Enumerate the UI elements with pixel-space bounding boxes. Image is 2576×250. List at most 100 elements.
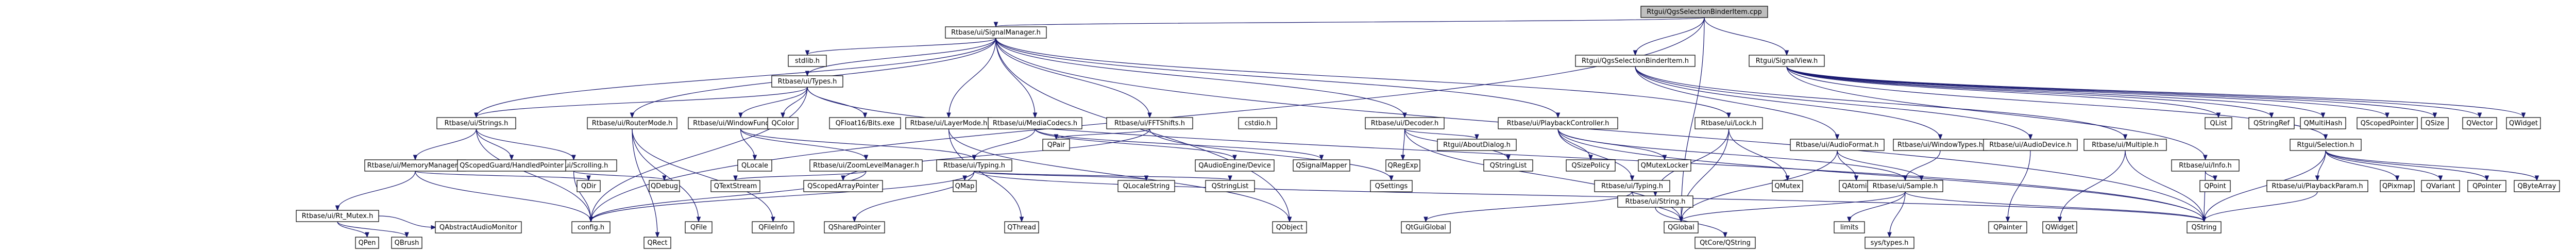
node-qobject[interactable]: QObject [1272,221,1307,234]
node-label: Rtbase/ui/MemoryManager.h [367,162,464,170]
node-rt-sample-h[interactable]: Rtbase/ui/Sample.h [1867,180,1943,192]
node-info-h[interactable]: Rtbase/ui/Info.h [2171,159,2240,172]
node-zoom-level-manager-h[interactable]: Rtbase/ui/ZoomLevelManager.h [809,159,923,172]
node-sys-types-h[interactable]: sys/types.h [1865,237,1914,249]
node-qfloat16-h[interactable]: QFloat16/Bits.exe [829,117,901,129]
node-qpainter[interactable]: QPainter [1988,221,2027,234]
node-qtextstream[interactable]: QTextStream [710,180,760,192]
edge-scrolling-h-to-config-h [573,171,591,221]
node-qbytearray[interactable]: QByteArray [2514,180,2560,192]
node-qsignal-mapper[interactable]: QSignalMapper [1293,159,1350,172]
node-qtguiglobal[interactable]: QtGuiGlobal [1401,221,1451,234]
node-qatomic[interactable]: QAtomic [1839,180,1874,192]
node-multiple-h[interactable]: Rtbase/ui/Multiple.h [2083,139,2167,151]
node-qsize-policy[interactable]: QSizePolicy [1566,159,1616,172]
node-rt-mutex-h[interactable]: Rtbase/ui/Rt_Mutex.h [296,210,379,222]
node-label: QLocale [741,162,768,170]
node-qmutex[interactable]: QMutex [1772,180,1803,192]
node-qrect[interactable]: QRect [643,237,671,249]
node-qthread[interactable]: QThread [1004,221,1039,234]
node-typing-h[interactable]: Rtbase/ui/Typing.h [936,159,1012,172]
node-signal-manager-h[interactable]: Rtbase/ui/SignalManager.h [945,26,1047,39]
edge-qgs-signal-view-h-to-qsize [1786,66,2435,117]
node-playback-param-h[interactable]: Rtbase/ui/PlaybackParam.h [2266,180,2368,192]
node-decoder-h[interactable]: Rtbase/ui/Decoder.h [1365,117,1445,129]
node-stdlib-h[interactable]: stdlib.h [788,55,827,67]
node-qvariant[interactable]: QVariant [2421,180,2460,192]
node-qbrush[interactable]: QBrush [391,237,422,249]
node-qlocale[interactable]: QLocale [737,159,772,172]
node-qmutex-locker[interactable]: QMutexLocker [1638,159,1691,172]
node-qpixmap[interactable]: QPixmap [2380,180,2415,192]
node-label: QStringRef [2253,120,2290,127]
node-qgs-selection-binder-h[interactable]: Rtgui/QgsSelectionBinderItem.h [1575,55,1696,67]
node-qgs-signal-view-h[interactable]: Rtgui/SignalView.h [1749,55,1825,67]
node-box [1205,180,1255,192]
node-types-h[interactable]: Rtbase/ui/Types.h [771,75,843,88]
node-lock-h[interactable]: Rtbase/ui/Lock.h [1694,117,1763,129]
node-layer-mode-h[interactable]: Rtbase/ui/LayerMode.h [905,117,992,129]
node-qfile[interactable]: QFile [685,221,713,234]
node-label: QVector [2466,120,2493,127]
node-qsize[interactable]: QSize [2421,117,2449,129]
node-audio-format-h[interactable]: Rtbase/ui/AudioFormat.h [1790,139,1885,151]
node-qgs-selection-handler-cpp[interactable]: Rtgui/QgsSelectionBinderItem.cpp [1640,6,1768,18]
node-config-h[interactable]: config.h [571,221,611,234]
node-qdir[interactable]: QDir [577,180,601,192]
node-strings-h[interactable]: Rtbase/ui/Strings.h [436,117,516,129]
node-qpair[interactable]: QPair [1042,139,1070,151]
node-box [2300,117,2346,129]
node-playback-controller-h[interactable]: Rtbase/ui/PlaybackController.h [1498,117,1618,129]
node-router-mode-h[interactable]: Rtbase/ui/RouterMode.h [587,117,677,129]
node-qvector[interactable]: QVector [2462,117,2497,129]
node-media-codec-h[interactable]: Rtbase/ui/MediaCodecs.h [988,117,1082,129]
node-ui-app-info-h[interactable]: Rtgui/AboutDialog.h [1437,139,1517,151]
node-label: QWidget [2509,120,2538,127]
node-qwidget[interactable]: QWidget [2506,117,2541,129]
node-qscopeguard[interactable]: QScopedGuard/HandledPointer [457,159,566,172]
node-qstring-list[interactable]: QStringList [1483,159,1533,172]
node-qreg-exp[interactable]: QRegExp [1385,159,1420,172]
node-label: QSize [2426,120,2445,127]
node-qlist[interactable]: QList [2205,117,2232,129]
node-qfileinfo[interactable]: QFileInfo [752,221,794,234]
node-qpoint[interactable]: QPoint [2199,180,2231,192]
node-qscopedpointer[interactable]: QScopedPointer [2357,117,2418,129]
node-qsettings[interactable]: QSettings [1370,180,1413,192]
node-qstring[interactable]: QString [2187,221,2222,234]
node-cstdio-h[interactable]: cstdio.h [1238,117,1277,129]
node-qglobal[interactable]: QGlobal [1664,221,1699,234]
node-rt-selection-h[interactable]: Rtgui/Selection.h [2290,139,2362,151]
node-qstringref[interactable]: QStringRef [2248,117,2295,129]
node-label: Rtbase/ui/Decoder.h [1371,120,1439,127]
node-qmap[interactable]: QMap [953,180,977,192]
node-qcore-string[interactable]: QtCore/QString [1694,237,1756,249]
node-rt-string-h[interactable]: Rtbase/ui/String.h [1617,195,1693,208]
node-box [391,237,422,249]
node-qcolor[interactable]: QColor [767,117,799,129]
node-qlocale-string[interactable]: QLocaleString [1117,180,1175,192]
edge-media-codec-h-to-typing-h [974,128,1036,159]
node-label: Rtbase/ui/PlaybackParam.h [2272,182,2363,190]
node-ui-typing-h[interactable]: Rtbase/ui/Typing.h [1594,180,1670,192]
node-qpen[interactable]: QPen [355,237,379,249]
node-qscoped-array[interactable]: QScopedArrayPointer [803,180,883,192]
node-label: QScopedPointer [2361,120,2414,127]
node-window-types-h[interactable]: Rtbase/ui/WindowTypes.h [1893,139,1988,151]
edge-qgs-signal-view-h-to-qstringref [1786,66,2272,117]
node-qsharedpointer[interactable]: QSharedPointer [824,221,885,234]
node-qwidget2[interactable]: QWidget [2042,221,2077,234]
edge-info-h-to-qstring [2204,171,2206,221]
node-qaudio-engine[interactable]: QAudioEngine/Device [1195,159,1275,172]
node-qabstract[interactable]: QAbstractAudioMonitor [435,221,522,234]
node-memory-manager-h[interactable]: Rtbase/ui/MemoryManager.h [364,159,466,172]
node-qstring-ref2[interactable]: QStringList [1205,180,1255,192]
node-window-function-h[interactable]: Rtbase/ui/WindowFunction.h [688,117,793,129]
node-qmultihash[interactable]: QMultiHash [2300,117,2346,129]
node-qpointer[interactable]: QPointer [2467,180,2506,192]
node-fourier-h[interactable]: Rtbase/ui/FFTShifts.h [1106,117,1193,129]
node-qdebug[interactable]: QDebug [649,180,680,192]
node-limits[interactable]: limits [1834,221,1865,234]
node-ui-audio-device-h[interactable]: Rtbase/ui/AudioDevice.h [1983,139,2078,151]
